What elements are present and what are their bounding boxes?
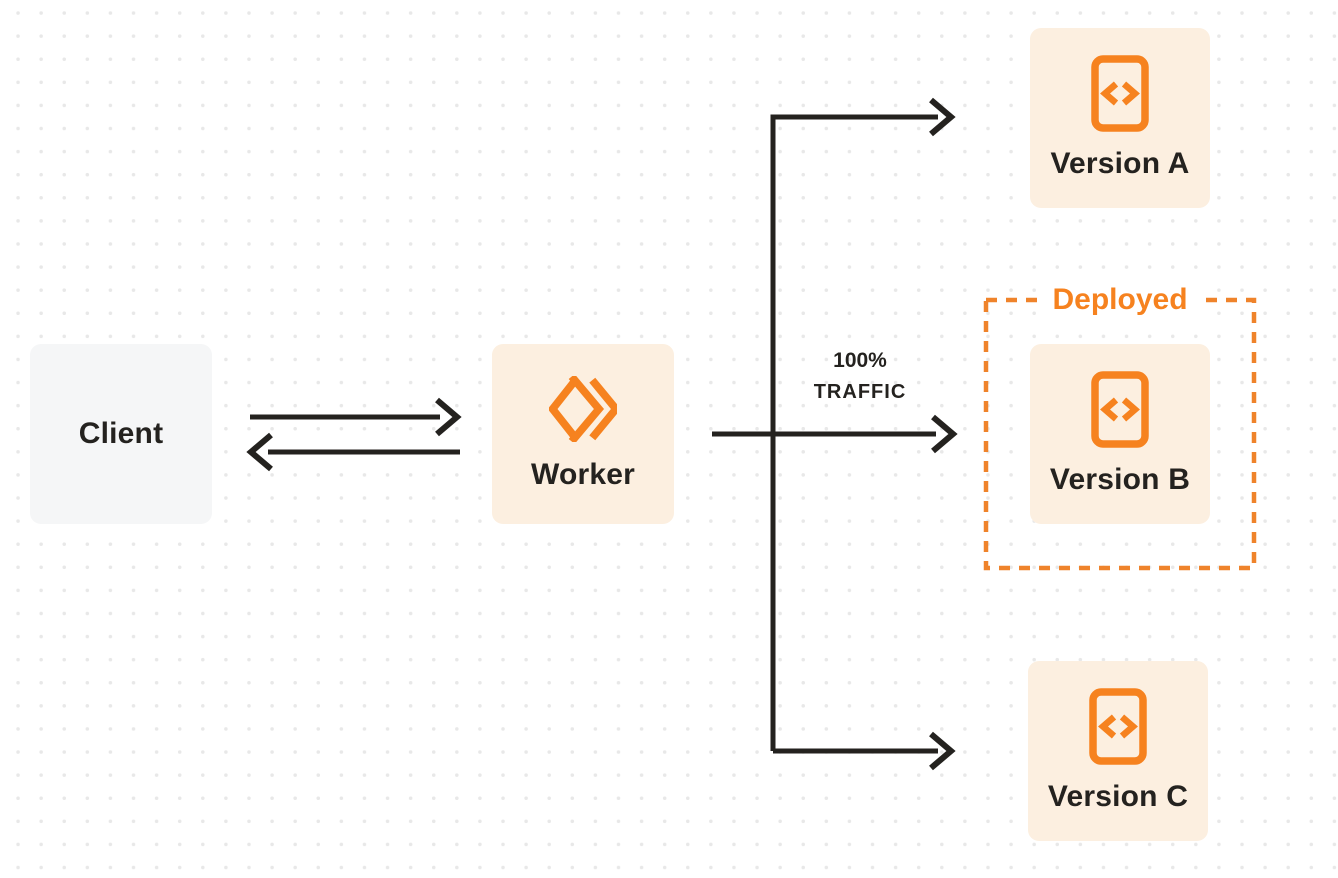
arrow-worker-to-client [246, 432, 460, 472]
version-a-node: Version A [1030, 28, 1210, 208]
traffic-percent: 100% [833, 349, 887, 372]
workers-chevrons-icon [549, 376, 617, 442]
deployed-label: Deployed [1040, 282, 1200, 318]
client-label: Client [78, 417, 164, 450]
version-a-label: Version A [1050, 147, 1190, 180]
arrow-worker-to-version-c [773, 731, 956, 771]
deployed-dashed-border [983, 297, 1257, 571]
arrow-worker-to-version-a [770, 97, 956, 751]
version-c-label: Version C [1047, 780, 1189, 813]
code-file-icon [1089, 688, 1147, 765]
version-b-label: Version B [1049, 463, 1191, 496]
code-file-icon [1091, 371, 1149, 448]
traffic-annotation: 100% TRAFFIC [790, 346, 930, 409]
client-node: Client [30, 344, 212, 524]
version-b-node: Version B [1030, 344, 1210, 524]
worker-label: Worker [530, 458, 636, 491]
traffic-word: TRAFFIC [813, 381, 907, 403]
arrow-client-to-worker [250, 397, 462, 437]
version-c-node: Version C [1028, 661, 1208, 841]
arrow-worker-to-version-b [712, 414, 958, 454]
code-file-icon [1091, 55, 1149, 132]
worker-node: Worker [492, 344, 674, 524]
